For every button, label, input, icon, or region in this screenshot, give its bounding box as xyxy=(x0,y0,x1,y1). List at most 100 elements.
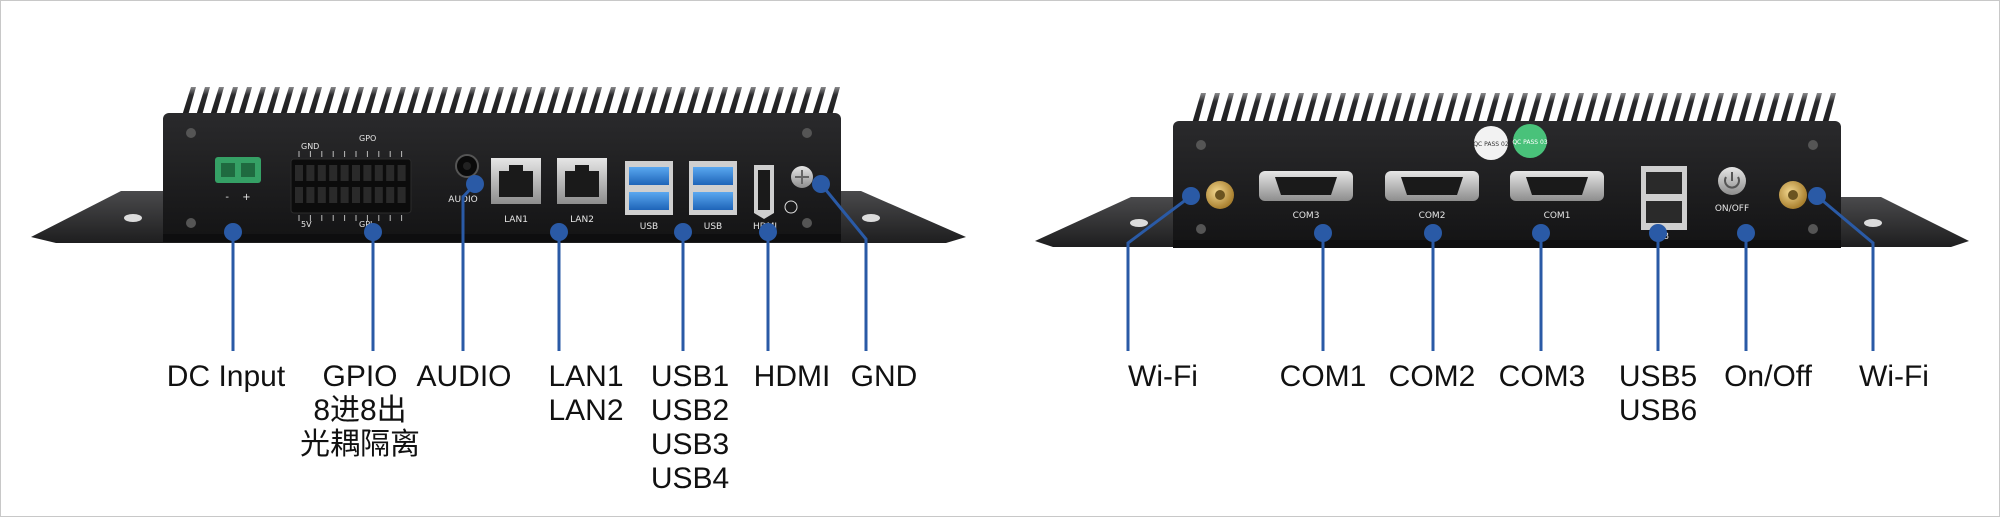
heatsink-fin xyxy=(1807,93,1822,127)
label-com2: COM2 xyxy=(1388,360,1476,393)
gpio-pin xyxy=(352,187,360,203)
heatsink-fin xyxy=(1387,93,1402,127)
heatsink-fin xyxy=(405,87,420,119)
heatsink-fin xyxy=(1653,93,1668,127)
gpio-pin xyxy=(306,187,315,203)
leader-wifi-left xyxy=(1126,194,1192,351)
leader-gnd-dot xyxy=(812,175,830,193)
heatsink-fin xyxy=(783,87,798,119)
heatsink-fin xyxy=(1541,93,1556,127)
gpio-pin xyxy=(363,187,372,203)
gpio-pin xyxy=(386,187,395,203)
gpio-pin xyxy=(340,187,349,203)
heatsink-fin xyxy=(1429,93,1444,127)
leader-wifi-left-dot xyxy=(1182,187,1200,205)
heatsink-fin xyxy=(1219,93,1234,127)
heatsink-fin xyxy=(1597,93,1612,127)
heatsink-fin xyxy=(349,87,364,119)
heatsink-fin xyxy=(1779,93,1794,127)
wifi-antenna-connector-right xyxy=(1779,181,1807,209)
svg-text:5V: 5V xyxy=(301,220,312,229)
wifi-antenna-connector-left xyxy=(1206,181,1234,209)
leader-com2-dot xyxy=(1424,224,1442,242)
heatsink-fin xyxy=(209,87,224,119)
gpio-pin xyxy=(397,187,406,203)
heatsink-fin xyxy=(251,87,266,119)
heatsink-fin xyxy=(1373,93,1388,127)
heatsink-fin xyxy=(1751,93,1766,127)
gpio-pin xyxy=(386,165,395,181)
heatsink-fin xyxy=(615,87,630,119)
heatsink-fin xyxy=(1275,93,1290,127)
heatsink-fin xyxy=(419,87,434,119)
heatsink-fin xyxy=(1415,93,1430,127)
heatsink-fin xyxy=(307,87,322,119)
heatsink-fin xyxy=(797,87,812,119)
gpio-pin xyxy=(374,187,383,203)
heatsink-fin xyxy=(1793,93,1808,127)
heatsink-fin xyxy=(629,87,644,119)
heatsink-fin xyxy=(1233,93,1248,127)
gpio-pin xyxy=(329,187,338,203)
label-wifi-right: Wi-Fi xyxy=(1859,360,1929,393)
heatsink-fin xyxy=(1359,93,1374,127)
heatsink-fin xyxy=(685,87,700,119)
heatsink-fin xyxy=(1765,93,1780,127)
heatsink-fin xyxy=(1457,93,1472,127)
heatsink-fin xyxy=(1695,93,1710,127)
heatsink-fin xyxy=(1709,93,1724,127)
heatsink-fin xyxy=(391,87,406,119)
heatsink-fin xyxy=(335,87,350,119)
heatsink-fin xyxy=(1821,93,1836,127)
hdmi-port: HDMI xyxy=(753,165,777,232)
front-heatsink-fins xyxy=(181,87,840,119)
svg-text:LAN1: LAN1 xyxy=(504,215,528,225)
heatsink-fin xyxy=(1331,93,1346,127)
heatsink-fin xyxy=(1583,93,1598,127)
leader-hdmi-dot xyxy=(759,223,777,241)
heatsink-fin xyxy=(1261,93,1276,127)
heatsink-fin xyxy=(1247,93,1262,127)
label-usb56: USB5 USB6 xyxy=(1618,360,1698,427)
heatsink-fin xyxy=(601,87,616,119)
heatsink-fin xyxy=(545,87,560,119)
label-gnd: GND xyxy=(850,360,918,393)
gpio-pin xyxy=(317,165,326,181)
gpio-pin xyxy=(295,187,303,203)
heatsink-fin xyxy=(573,87,588,119)
heatsink-fin xyxy=(363,87,378,119)
label-dc-input: DC Input xyxy=(166,360,286,393)
heatsink-fin xyxy=(1569,93,1584,127)
heatsink-fin xyxy=(1723,93,1738,127)
svg-text:COM1: COM1 xyxy=(1544,211,1571,221)
leader-gnd xyxy=(819,183,868,351)
label-com1: COM1 xyxy=(1279,360,1367,393)
label-usb: USB1 USB2 USB3 USB4 xyxy=(650,360,730,495)
usb56-stack: B xyxy=(1641,166,1687,242)
dc-input-terminal: - + xyxy=(215,157,261,203)
heatsink-fin xyxy=(223,87,238,119)
gpio-pin xyxy=(397,165,406,181)
heatsink-fin xyxy=(461,87,476,119)
heatsink-fin xyxy=(1289,93,1304,127)
leader-gpio-dot xyxy=(364,223,382,241)
heatsink-fin xyxy=(1499,93,1514,127)
gpio-pin xyxy=(340,165,349,181)
heatsink-fin xyxy=(727,87,742,119)
heatsink-fin xyxy=(237,87,252,119)
heatsink-fin xyxy=(181,87,196,119)
svg-text:- +: - + xyxy=(225,192,250,203)
svg-text:ON/OFF: ON/OFF xyxy=(1715,204,1749,214)
gpio-pin xyxy=(295,165,303,181)
label-wifi-left: Wi-Fi xyxy=(1128,360,1198,393)
heatsink-fin xyxy=(825,87,840,119)
heatsink-fin xyxy=(503,87,518,119)
heatsink-fin xyxy=(1611,93,1626,127)
leader-dc-input-dot xyxy=(224,223,242,241)
rear-heatsink-fins xyxy=(1191,93,1836,127)
svg-text:GPI: GPI xyxy=(359,220,372,229)
leader-com3-dot xyxy=(1532,224,1550,242)
gpio-pin xyxy=(317,187,326,203)
